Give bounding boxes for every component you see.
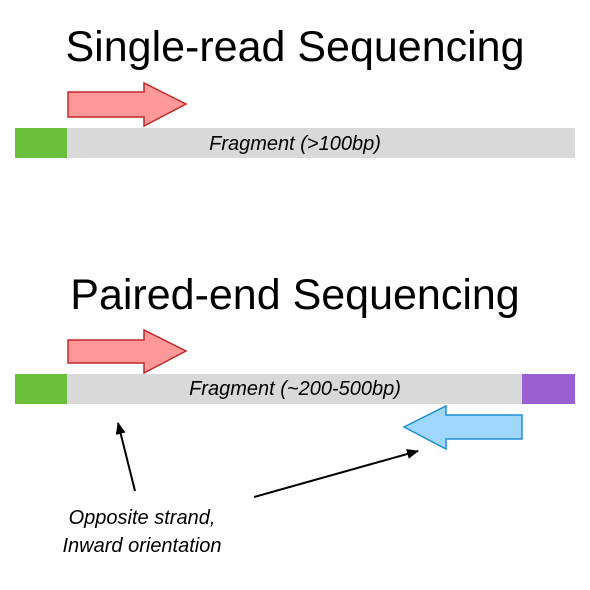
single-read-fragment-label: Fragment (>100bp): [209, 133, 381, 155]
paired-end-section: Paired-end Sequencing Fragment (~200-500…: [15, 271, 575, 451]
paired-end-reverse-arrow: [402, 404, 523, 451]
pointer-to-forward-read: [115, 422, 136, 492]
single-read-forward-arrow: [67, 81, 188, 128]
paired-end-right-adapter: [522, 374, 575, 404]
paired-end-fragment-bar: [15, 374, 575, 404]
orientation-annotation: Opposite strand, Inward orientation: [63, 422, 419, 557]
single-read-section: Single-read Sequencing Fragment (>100bp): [15, 23, 575, 158]
paired-end-left-adapter: [15, 374, 67, 404]
paired-end-forward-arrow: [67, 328, 188, 375]
pointer-to-reverse-read: [253, 449, 419, 498]
paired-end-fragment-label: Fragment (~200-500bp): [189, 378, 401, 400]
annotation-line-2: Inward orientation: [63, 535, 222, 557]
annotation-line-1: Opposite strand,: [69, 507, 216, 529]
single-read-left-adapter: [15, 128, 67, 158]
paired-end-title: Paired-end Sequencing: [70, 271, 519, 319]
single-read-title: Single-read Sequencing: [66, 23, 525, 71]
single-read-fragment-bar: [15, 128, 575, 158]
